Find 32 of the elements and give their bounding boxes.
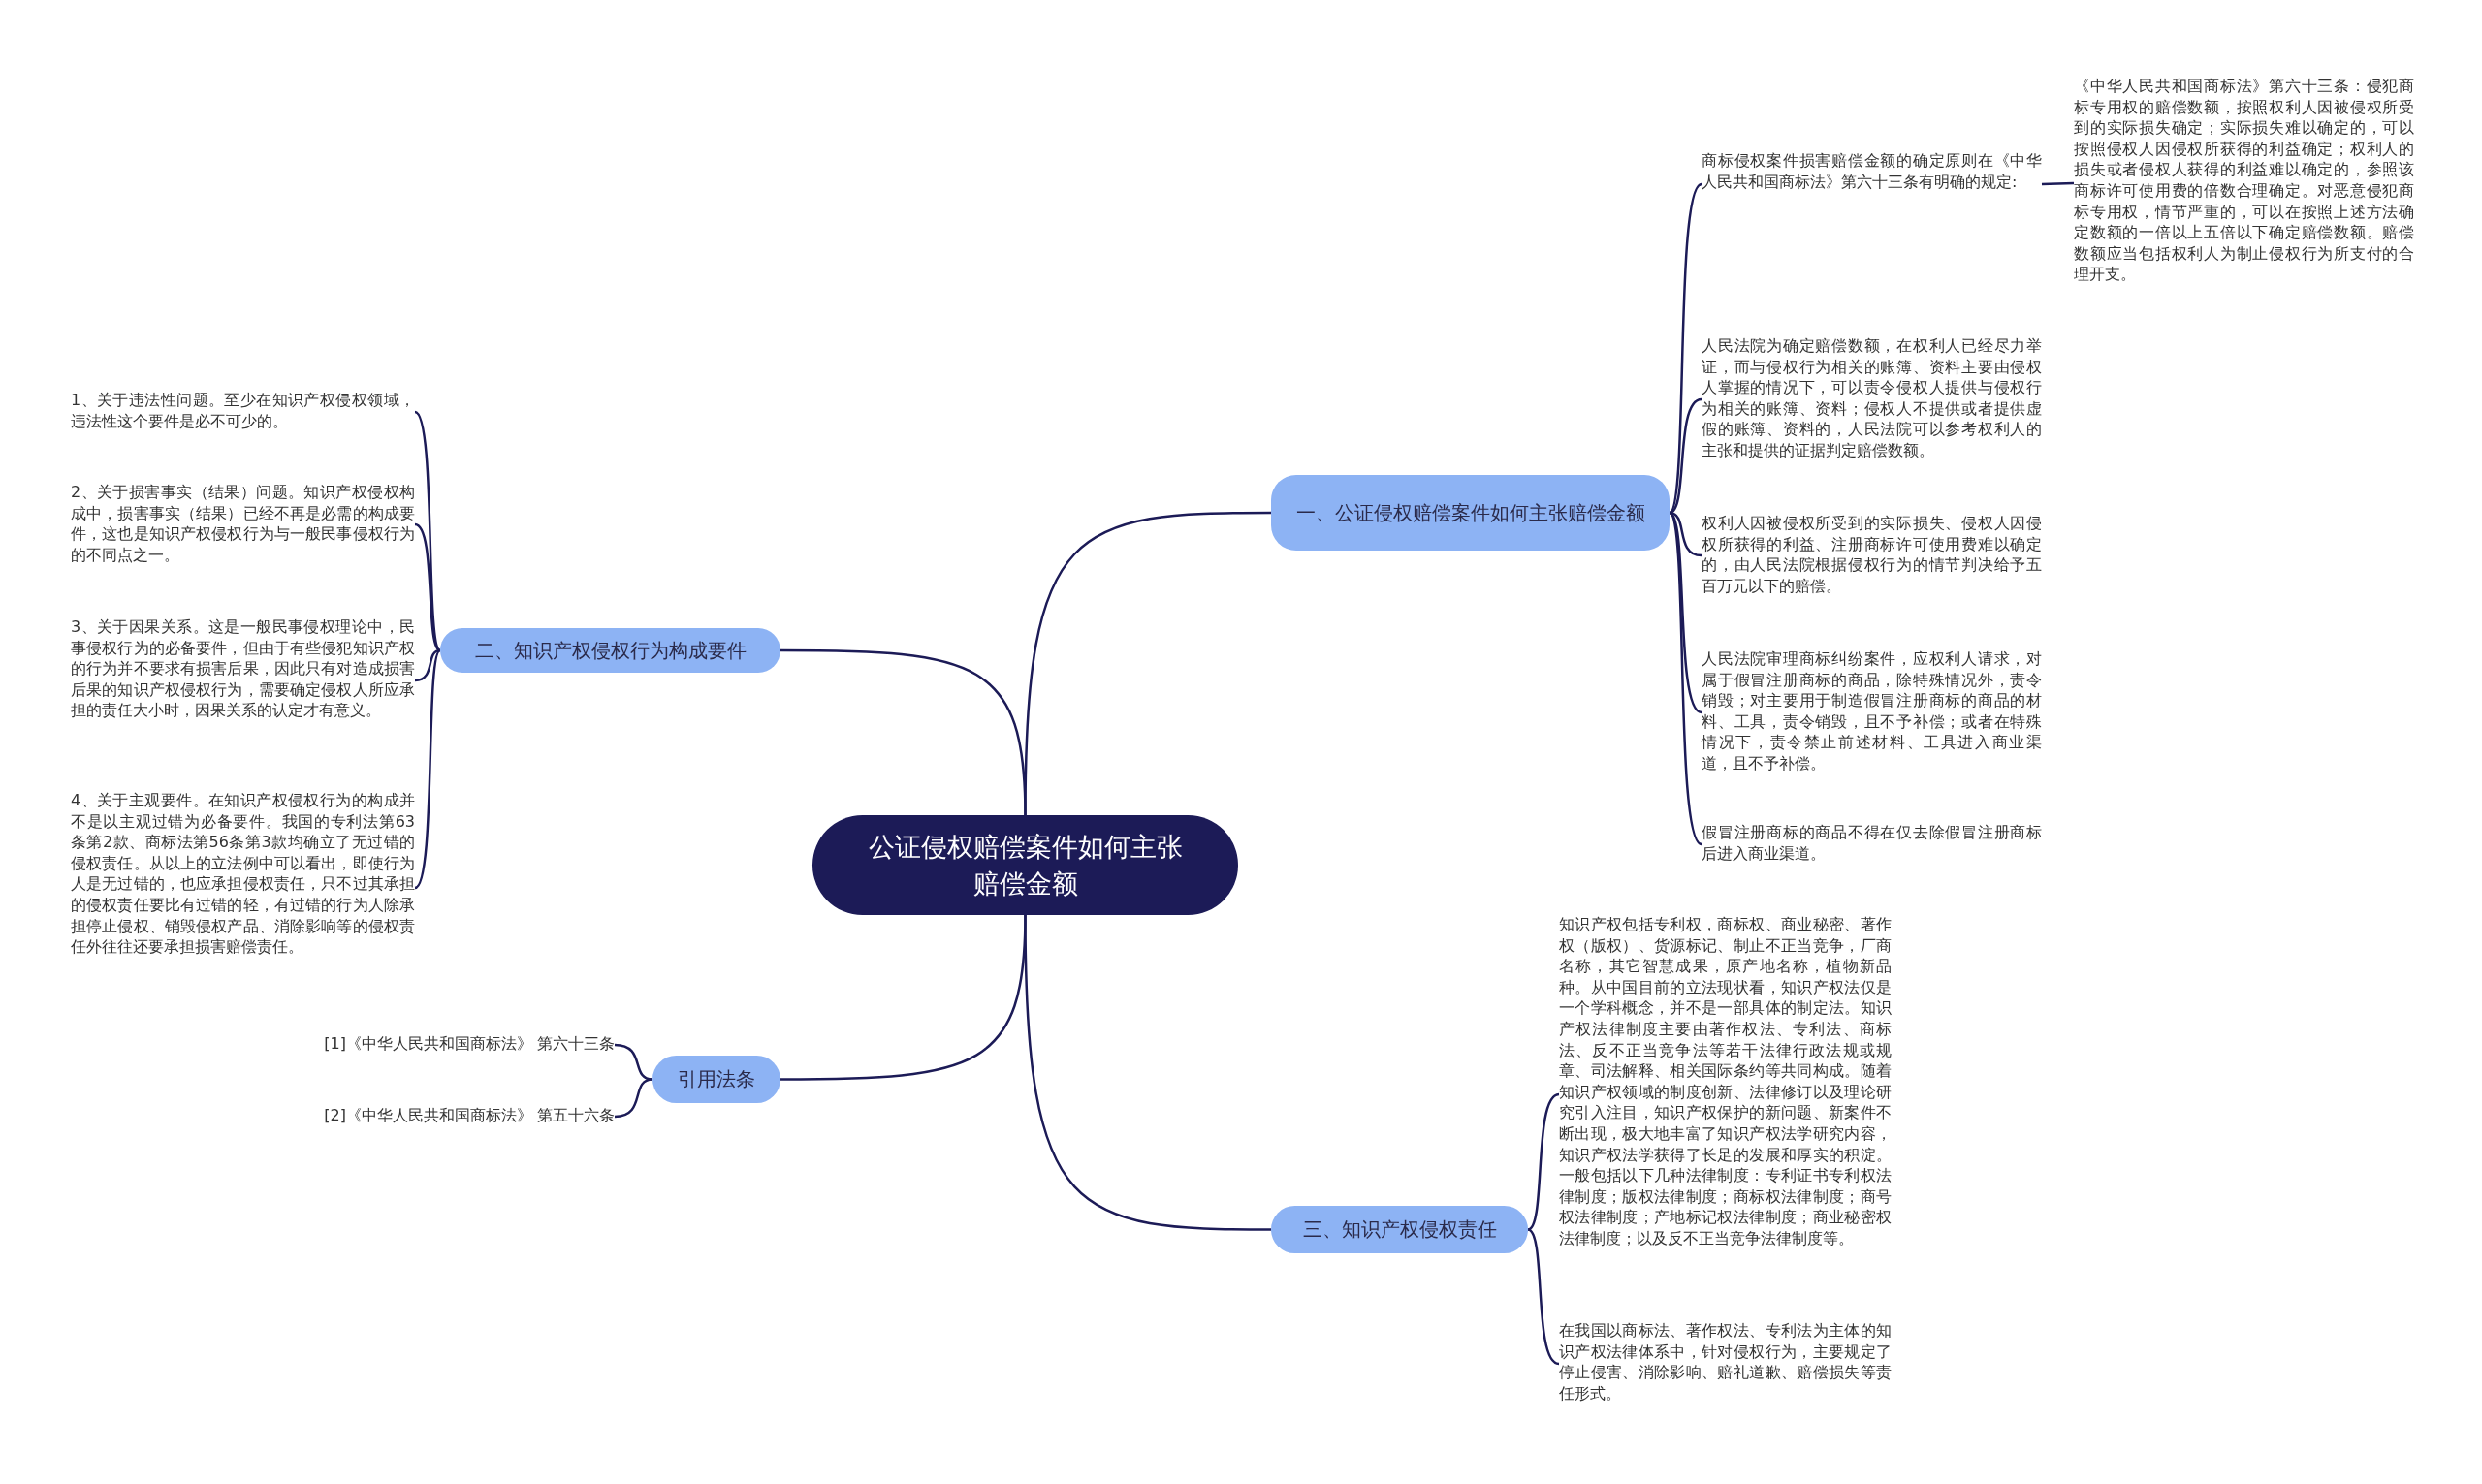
connector-line	[414, 649, 442, 889]
connector-line	[414, 522, 441, 651]
note-text: 3、关于因果关系。这是一般民事侵权理论中，民事侵权行为的必备要件，但由于有些侵犯知识产权的行为并不要求有损害后果，因此只有对造成损害后果的知识产权侵权行为，需要确定侵权人所应承担的责任大小时，因果关系的认定才有意义。	[71, 616, 415, 721]
connector-line	[1668, 512, 1702, 845]
note-text: 商标侵权案件损害赔偿金额的确定原则在《中华人民共和国商标法》第六十三条有明确的规定:	[1702, 150, 2042, 193]
connector-line	[614, 1078, 653, 1119]
connector-line	[780, 648, 1027, 816]
connector-line	[414, 648, 441, 682]
topic-box: 三、知识产权侵权责任	[1271, 1206, 1528, 1253]
central-topic: 公证侵权赔偿案件如何主张赔偿金额	[812, 815, 1238, 915]
note-text: 在我国以商标法、著作权法、专利法为主体的知识产权法律体系中，针对侵权行为，主要规定了停止侵害、消除影响、赔礼道歉、赔偿损失等责任形式。	[1559, 1320, 1892, 1405]
topic-box: 二、知识产权侵权行为构成要件	[440, 628, 780, 673]
topic-box: 引用法条	[652, 1056, 780, 1103]
connector-line	[1669, 512, 1702, 714]
topic-box: 一、公证侵权赔偿案件如何主张赔偿金额	[1271, 475, 1670, 551]
note-text: 4、关于主观要件。在知识产权侵权行为的构成并不是以主观过错为必备要件。我国的专利法第63条第2款、商标法第56条第3款均确立了无过错的侵权责任。从以上的立法例中可以看出，即使行为人是无过错的，也应承担侵权责任，只不过其承担的侵权责任要比有过错的轻，有过错的行为人除承担停止侵权、销毁侵权产品、消除影响等的侵权责任外往往还要承担损害赔偿责任。	[71, 790, 415, 958]
connector-line	[1669, 397, 1702, 515]
connector-line	[414, 411, 442, 651]
note-text: 人民法院审理商标纠纷案件，应权利人请求，对属于假冒注册商标的商品，除特殊情况外，责令销毁；对主要用于制造假冒注册商标的商品的材料、工具，责令销毁，且不予补偿；或者在特殊情况下，责令禁止前述材料、工具进入商业渠道，且不予补偿。	[1702, 648, 2042, 774]
note-text: 权利人因被侵权所受到的实际损失、侵权人因侵权所获得的利益、注册商标许可使用费难以确定的，由人民法院根据侵权行为的情节判决给予五百万元以下的赔偿。	[1702, 513, 2042, 597]
note-text: 1、关于违法性问题。至少在知识产权侵权领域，违法性这个要件是必不可少的。	[71, 390, 415, 432]
note-text: 《中华人民共和国商标法》第六十三条：侵犯商标专用权的赔偿数额，按照权利人因被侵权所受到的实际损失确定；实际损失难以确定的，可以按照侵权人因侵权所获得的利益确定；权利人的损失或者侵权人获得的利益难以确定的，参照该商标许可使用费的倍数合理确定。对恶意侵犯商标专用权，情节严重的，可以在按照上述方法确定数额的一倍以上五倍以下确定赔偿数额。赔偿数额应当包括权利人为制止侵权行为所支付的合理开支。	[2074, 76, 2414, 285]
citation-text: [2]《中华人民共和国商标法》 第五十六条	[291, 1105, 615, 1126]
note-text: 2、关于损害事实（结果）问题。知识产权侵权构成中，损害事实（结果）已经不再是必需的构成要件，这也是知识产权侵权行为与一般民事侵权行为的不同点之一。	[71, 482, 415, 566]
connector-line	[2041, 181, 2075, 186]
note-text: 知识产权包括专利权，商标权、商业秘密、著作权（版权）、货源标记、制止不正当竞争，厂商名称，其它智慧成果，原产地名称，植物新品种。从中国目前的立法现状看，知识产权法仅是一个学科概念，并不是一部具体的制定法。知识产权法律制度主要由著作权法、专利法、商标法、反不正当竞争法等若干法律行政法规或规章、司法解释、相关国际条约等共同构成。随着知识产权领域的制度创新、法律修订以及理论研究引入注目，知识产权保护的新问题、新案件不断出现，极大地丰富了知识产权法学研究内容，知识产权法学获得了长足的发展和厚实的积淀。一般包括以下几种法律制度：专利证书专利权法律制度；版权法律制度；商标权法律制度；商号权法律制度；产地标记权法律制度；商业秘密权法律制度；以及反不正当竞争法律制度等。	[1559, 914, 1892, 1249]
connector-line	[1024, 915, 1271, 1231]
note-text: 人民法院为确定赔偿数额，在权利人已经尽力举证，而与侵权行为相关的账簿、资料主要由侵权人掌握的情况下，可以责令侵权人提供与侵权行为相关的账簿、资料；侵权人不提供或者提供虚假的账簿、资料的，人民法院可以参考权利人的主张和提供的证据判定赔偿数额。	[1702, 335, 2042, 461]
citation-text: [1]《中华人民共和国商标法》 第六十三条	[291, 1033, 615, 1055]
connector-line	[1527, 1228, 1560, 1366]
connector-line	[1527, 1092, 1560, 1231]
note-text: 假冒注册商标的商品不得在仅去除假冒注册商标后进入商业渠道。	[1702, 822, 2042, 865]
